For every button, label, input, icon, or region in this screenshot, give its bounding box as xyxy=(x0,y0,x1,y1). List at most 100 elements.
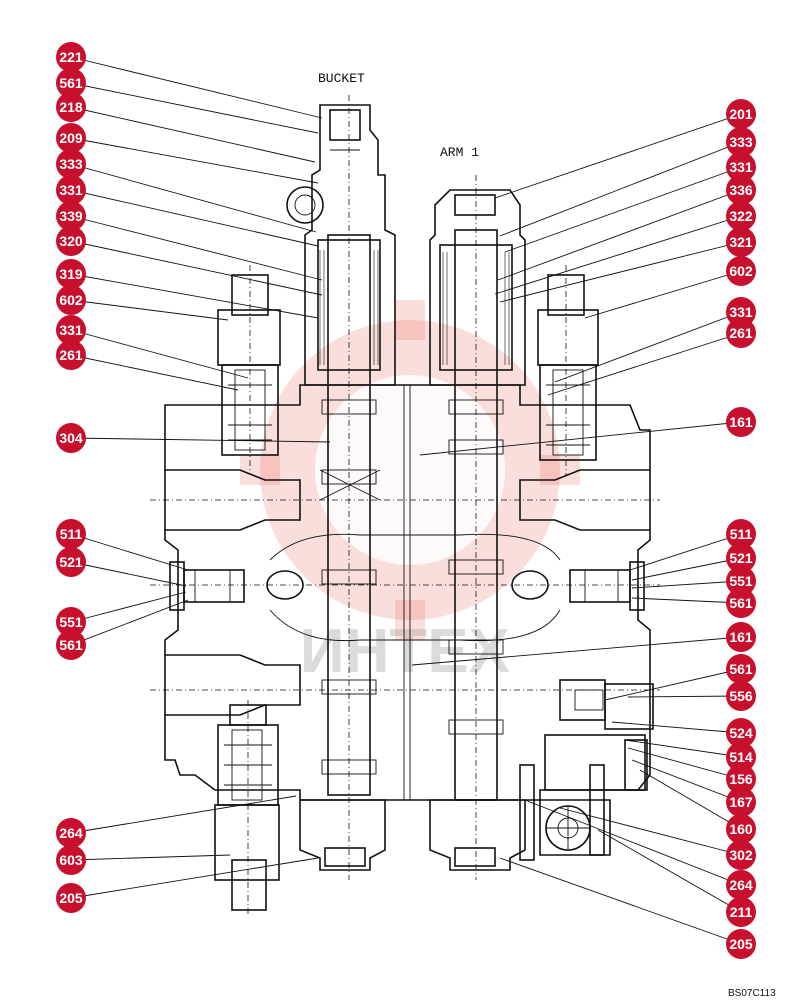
svg-text:333: 333 xyxy=(729,134,753,150)
svg-text:336: 336 xyxy=(729,182,753,198)
callout-514: 514 xyxy=(726,742,756,772)
callout-319: 319 xyxy=(56,259,86,289)
svg-text:561: 561 xyxy=(729,595,753,611)
reference-code: BS07C113 xyxy=(728,988,776,999)
svg-text:156: 156 xyxy=(729,771,753,787)
svg-text:561: 561 xyxy=(59,75,83,91)
svg-text:561: 561 xyxy=(59,637,83,653)
callout-551: 551 xyxy=(56,607,86,637)
svg-text:161: 161 xyxy=(729,414,753,430)
svg-text:205: 205 xyxy=(729,936,753,952)
svg-text:160: 160 xyxy=(729,821,753,837)
svg-text:261: 261 xyxy=(729,325,753,341)
svg-text:161: 161 xyxy=(729,629,753,645)
callout-339: 339 xyxy=(56,201,86,231)
svg-text:221: 221 xyxy=(59,49,83,65)
svg-text:602: 602 xyxy=(729,263,753,279)
callout-221: 221 xyxy=(56,42,86,72)
right-upper-relief-valve xyxy=(537,265,599,475)
svg-text:514: 514 xyxy=(729,749,753,765)
svg-text:521: 521 xyxy=(729,550,753,566)
svg-text:321: 321 xyxy=(729,234,753,250)
callout-331-r2: 331 xyxy=(726,297,756,327)
callout-331: 331 xyxy=(56,175,86,205)
callout-603: 603 xyxy=(56,845,86,875)
callout-156: 156 xyxy=(726,764,756,794)
leader-lines-right xyxy=(411,113,742,945)
callout-521-r: 521 xyxy=(726,543,756,573)
svg-text:319: 319 xyxy=(59,266,83,282)
svg-text:602: 602 xyxy=(59,292,83,308)
callout-561-r: 561 xyxy=(726,588,756,618)
callout-333-r: 333 xyxy=(726,127,756,157)
svg-text:511: 511 xyxy=(60,526,83,542)
svg-text:331: 331 xyxy=(59,322,83,338)
callouts-right: 201 333 331 336 322 321 602 331 261 161 … xyxy=(726,99,756,959)
svg-text:261: 261 xyxy=(59,347,83,363)
arm-label: ARM 1 xyxy=(440,145,479,160)
svg-text:320: 320 xyxy=(59,233,83,249)
svg-text:521: 521 xyxy=(59,554,83,570)
svg-text:201: 201 xyxy=(729,106,753,122)
callout-511-r: 511 xyxy=(726,519,756,549)
callout-331-b: 331 xyxy=(56,315,86,345)
callout-160: 160 xyxy=(726,814,756,844)
callout-205: 205 xyxy=(56,883,86,913)
callout-322: 322 xyxy=(726,201,756,231)
svg-text:331: 331 xyxy=(729,159,753,175)
svg-text:556: 556 xyxy=(729,688,753,704)
callouts-left: 221 561 218 209 333 331 339 320 319 602 … xyxy=(56,42,86,913)
svg-text:511: 511 xyxy=(730,526,753,542)
svg-text:603: 603 xyxy=(59,852,83,868)
svg-text:209: 209 xyxy=(59,130,83,146)
svg-text:218: 218 xyxy=(59,99,83,115)
arm-spool-assembly xyxy=(429,175,526,880)
callout-261-r: 261 xyxy=(726,318,756,348)
callout-556: 556 xyxy=(726,681,756,711)
callout-218: 218 xyxy=(56,92,86,122)
callout-201: 201 xyxy=(726,99,756,129)
left-lower-relief-valve xyxy=(214,700,280,915)
callout-551-r: 551 xyxy=(726,566,756,596)
callout-161: 161 xyxy=(726,407,756,437)
callout-561-r2: 561 xyxy=(726,654,756,684)
callout-336: 336 xyxy=(726,175,756,205)
callout-331-r: 331 xyxy=(726,152,756,182)
svg-text:211: 211 xyxy=(730,904,753,920)
bucket-label: BUCKET xyxy=(318,71,365,86)
svg-text:264: 264 xyxy=(59,825,83,841)
callout-161-b: 161 xyxy=(726,622,756,652)
callout-320: 320 xyxy=(56,226,86,256)
callout-304: 304 xyxy=(56,423,86,453)
callout-321: 321 xyxy=(726,227,756,257)
svg-text:304: 304 xyxy=(59,430,83,446)
callout-561: 561 xyxy=(56,68,86,98)
callout-209: 209 xyxy=(56,123,86,153)
callout-602: 602 xyxy=(56,285,86,315)
callout-261: 261 xyxy=(56,340,86,370)
svg-text:551: 551 xyxy=(59,614,83,630)
svg-text:302: 302 xyxy=(729,847,753,863)
callout-602-r: 602 xyxy=(726,256,756,286)
callout-333: 333 xyxy=(56,149,86,179)
right-lower-valve-block xyxy=(519,679,654,861)
callout-264: 264 xyxy=(56,818,86,848)
callout-264-r: 264 xyxy=(726,870,756,900)
callout-167: 167 xyxy=(726,787,756,817)
svg-text:524: 524 xyxy=(729,725,753,741)
left-upper-relief-valve xyxy=(217,265,281,470)
callout-205-r: 205 xyxy=(726,929,756,959)
svg-text:333: 333 xyxy=(59,156,83,172)
callout-302: 302 xyxy=(726,840,756,870)
svg-text:205: 205 xyxy=(59,890,83,906)
svg-text:331: 331 xyxy=(729,304,753,320)
leader-lines-left xyxy=(70,56,331,899)
svg-text:322: 322 xyxy=(729,208,753,224)
callout-524: 524 xyxy=(726,718,756,748)
svg-text:561: 561 xyxy=(729,661,753,677)
svg-text:167: 167 xyxy=(729,794,753,810)
svg-text:331: 331 xyxy=(59,182,83,198)
svg-text:339: 339 xyxy=(59,208,83,224)
callout-521: 521 xyxy=(56,547,86,577)
